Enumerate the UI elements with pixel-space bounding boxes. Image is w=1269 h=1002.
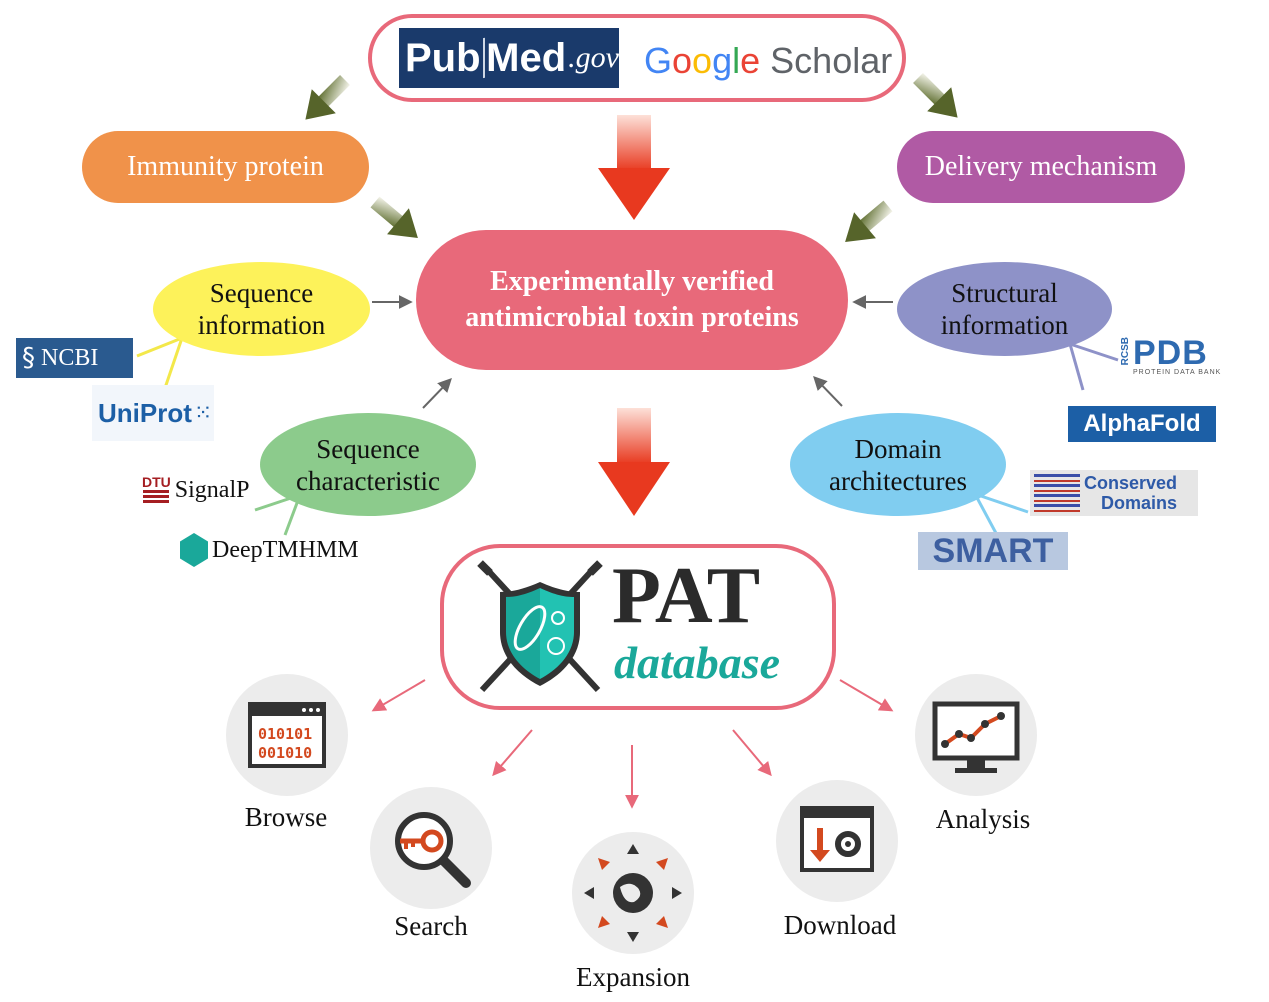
- delivery-label: Delivery mechanism: [924, 151, 1158, 182]
- smart-logo[interactable]: SMART: [918, 532, 1068, 570]
- google-text: Google: [644, 40, 761, 81]
- deeptmhmm-logo[interactable]: DeepTMHMM: [180, 533, 359, 567]
- expansion-label: Expansion: [576, 962, 690, 992]
- rcsb-pdb-logo[interactable]: RCSB PDB PROTEIN DATA BANK: [1120, 334, 1252, 381]
- signalp-text: SignalP: [174, 477, 250, 503]
- arrow-center-to-database: [598, 408, 670, 516]
- uniprot-dots-icon: ⁙: [193, 400, 213, 425]
- conserved-text: Conserved: [1084, 473, 1178, 493]
- seqinfo-line1: Sequence: [209, 278, 314, 308]
- pdb-subtitle: PROTEIN DATA BANK: [1133, 369, 1222, 376]
- domain-bars-icon: [1034, 474, 1080, 512]
- immunity-protein-node: Immunity protein: [82, 131, 369, 203]
- uniprot-logo[interactable]: UniProt ⁙: [92, 385, 214, 441]
- arrow-to-download: [732, 729, 772, 777]
- line-ncbi: [136, 336, 183, 358]
- line-uniprot: [163, 337, 184, 389]
- domain-line2: architectures: [829, 465, 967, 496]
- dtu-text: DTU: [142, 474, 171, 490]
- immunity-label: Immunity protein: [127, 151, 324, 182]
- center-line2: antimicrobial toxin proteins: [465, 302, 799, 333]
- domain-architectures-node: Domain architectures: [790, 413, 1006, 516]
- dna-helix-icon: §: [22, 343, 35, 373]
- rcsb-text: RCSB: [1120, 337, 1131, 366]
- pubmed-pub: Pub: [405, 35, 481, 80]
- scholar-text: Scholar: [770, 40, 893, 81]
- arrow-immunity-to-center: [370, 196, 418, 238]
- line-smart: [973, 493, 999, 536]
- pubmed-book-icon: [482, 37, 485, 79]
- seqchar-line1: Sequence: [316, 433, 420, 464]
- dtu-signalp-logo[interactable]: DTU SignalP: [142, 474, 249, 504]
- deeptmhmm-hex-icon: [180, 533, 208, 567]
- center-node: Experimentally verified antimicrobial to…: [416, 230, 848, 370]
- shield-swords-icon: [477, 560, 603, 693]
- line-conserved: [974, 492, 1029, 514]
- binary-line2: 001010: [258, 744, 313, 762]
- line-pdb: [1069, 342, 1119, 362]
- binary-line1: 010101: [258, 725, 313, 743]
- analysis-circle[interactable]: [915, 674, 1037, 796]
- browse-label: Browse: [244, 802, 328, 832]
- pat-title: PAT: [612, 552, 761, 640]
- domain-line1: Domain: [854, 433, 942, 464]
- browser-window-icon: [248, 702, 326, 768]
- dtu-waves-icon: [143, 490, 170, 504]
- pat-subtitle: database: [614, 637, 781, 688]
- arrow-seqchar-to-center: [422, 377, 452, 409]
- pubmed-gov: .gov: [568, 41, 619, 74]
- monitor-chart-icon: [932, 701, 1020, 773]
- alphafold-text: AlphaFold: [1083, 410, 1201, 437]
- arrow-to-delivery: [913, 73, 958, 118]
- sequence-information-node: Sequence information: [153, 262, 370, 356]
- google-scholar-logo[interactable]: Google Scholar: [644, 40, 892, 82]
- download-gear-icon: [800, 806, 874, 872]
- delivery-mechanism-node: Delivery mechanism: [897, 131, 1185, 203]
- search-label: Search: [394, 911, 468, 941]
- arrow-to-search: [492, 729, 533, 777]
- uniprot-text: UniProt: [98, 397, 192, 428]
- line-alphafold: [1068, 343, 1085, 391]
- alphafold-logo[interactable]: AlphaFold: [1068, 406, 1216, 442]
- analysis-label: Analysis: [935, 804, 1031, 834]
- pubmed-med: Med: [486, 35, 567, 80]
- arrow-domain-to-center: [813, 375, 843, 407]
- download-circle[interactable]: [776, 780, 898, 902]
- structural-information-node: Structural information: [897, 262, 1112, 356]
- ncbi-text: NCBI: [41, 344, 99, 371]
- arrow-to-analysis: [839, 679, 894, 712]
- arrow-to-browse: [371, 679, 426, 712]
- download-label: Download: [783, 910, 897, 940]
- key-magnifier-icon: [395, 812, 471, 888]
- seqchar-line2: characteristic: [296, 465, 440, 496]
- sequence-characteristic-node: Sequence characteristic: [260, 413, 476, 516]
- browse-circle[interactable]: [226, 674, 348, 796]
- conserved-domains-logo[interactable]: Conserved Domains: [1030, 470, 1198, 516]
- arrow-to-immunity: [305, 75, 350, 120]
- structinfo-line2: information: [940, 310, 1069, 340]
- expansion-circle[interactable]: [572, 832, 694, 954]
- globe-arrows-icon: [584, 844, 682, 942]
- structinfo-line1: Structural: [951, 278, 1058, 308]
- seqinfo-line2: information: [197, 310, 326, 340]
- ncbi-logo[interactable]: § NCBI: [16, 338, 133, 378]
- arrow-sources-to-center: [598, 115, 670, 220]
- center-line1: Experimentally verified: [490, 266, 774, 297]
- arrow-delivery-to-center: [845, 200, 893, 242]
- pubmed-logo[interactable]: Pub Med .gov: [399, 28, 619, 88]
- pdb-text: PDB: [1133, 334, 1208, 372]
- search-circle[interactable]: [370, 787, 492, 909]
- domains-text: Domains: [1101, 493, 1178, 513]
- smart-text: SMART: [932, 531, 1054, 570]
- deeptmhmm-text: DeepTMHMM: [212, 536, 359, 563]
